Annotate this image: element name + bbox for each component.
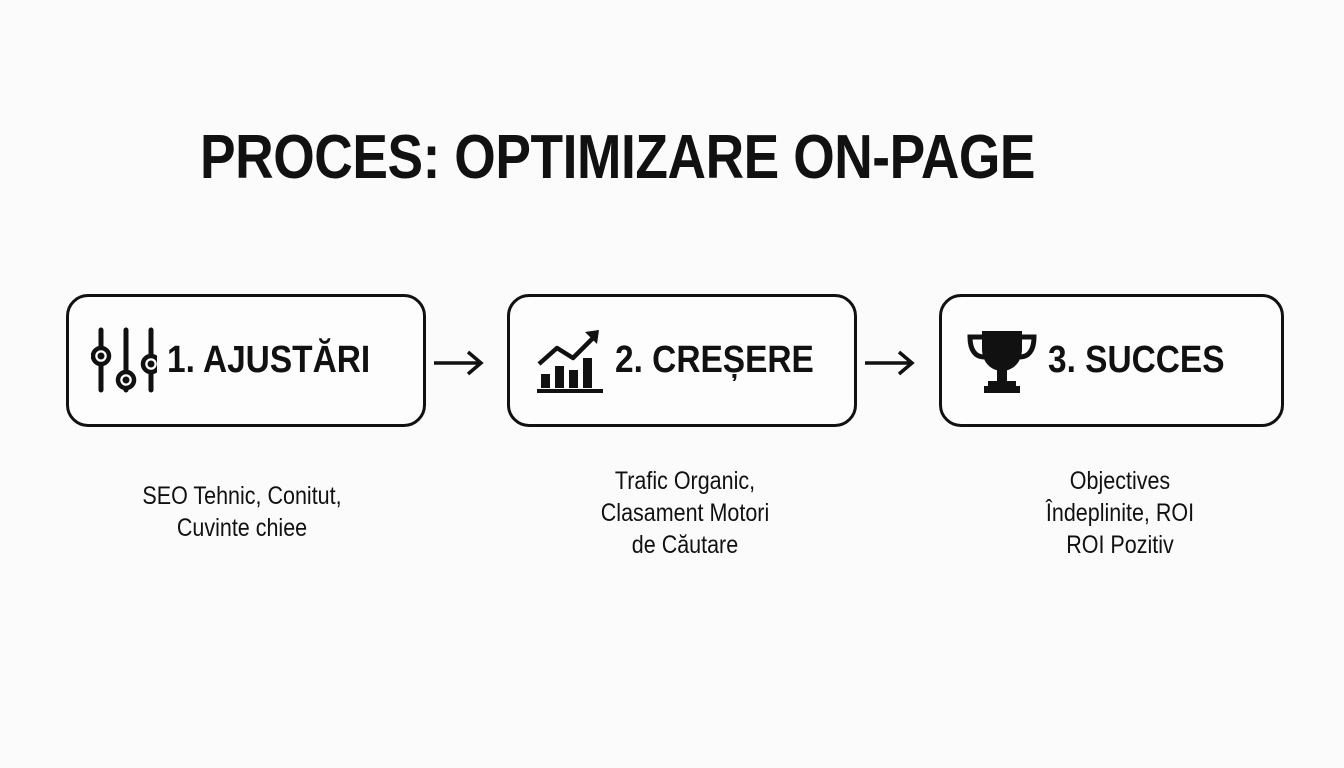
- sliders-icon: [91, 326, 157, 396]
- trophy-icon: [966, 327, 1038, 395]
- description-line: ROI Pozitiv: [1066, 531, 1174, 559]
- arrow-right-icon: [865, 350, 915, 376]
- description-line: Îndeplinite, ROI: [1045, 499, 1195, 527]
- step-box-adjustments: 1. AJUSTĂRI: [66, 294, 426, 427]
- step-box-growth: 2. CREȘERE: [507, 294, 857, 427]
- description-line: Clasament Motori: [600, 499, 770, 527]
- step-description: Objectives Îndeplinite, ROI ROI Pozitiv: [991, 465, 1249, 561]
- step-description: Trafic Organic, Clasament Motori de Căut…: [556, 465, 814, 561]
- description-line: de Căutare: [631, 531, 739, 559]
- arrow-right-icon: [434, 350, 484, 376]
- description-line: Trafic Organic,: [614, 467, 756, 495]
- description-line: Cuvinte chiee: [176, 514, 308, 542]
- step-label: 2. CREȘERE: [615, 339, 814, 381]
- step-box-success: 3. SUCCES: [939, 294, 1284, 427]
- step-label: 1. AJUSTĂRI: [167, 339, 371, 381]
- step-label: 3. SUCCES: [1048, 339, 1225, 381]
- description-line: Objectives: [1069, 467, 1171, 495]
- description-line: SEO Tehnic, Conitut,: [142, 482, 342, 510]
- diagram-title: PROCES: OPTIMIZARE ON-PAGE: [200, 123, 1036, 192]
- growth-chart-icon: [535, 328, 605, 394]
- step-description: SEO Tehnic, Conitut, Cuvinte chiee: [113, 480, 371, 544]
